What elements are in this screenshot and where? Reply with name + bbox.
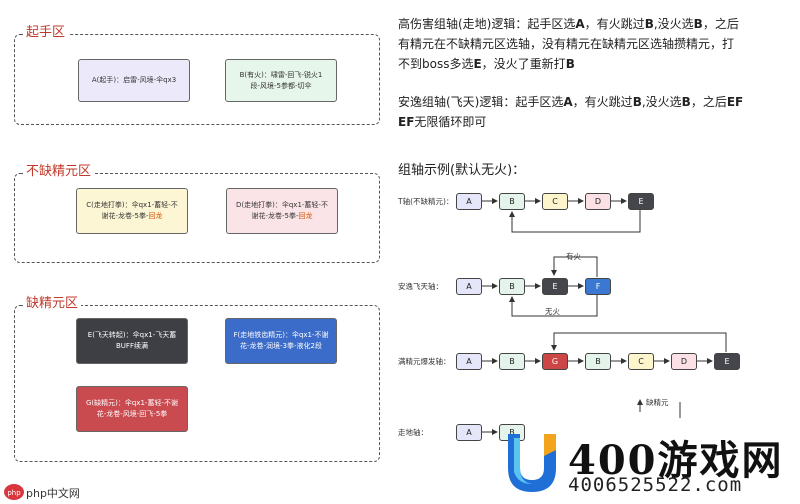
brand-domain: 4006525522.com bbox=[568, 474, 743, 496]
row1-node-c: C bbox=[542, 193, 568, 210]
p2-line2: 无限循环即可 bbox=[414, 115, 487, 129]
row-2-label: 安逸飞天轴： bbox=[398, 282, 443, 291]
card-a: A(起手)：启雷-风境-伞qx3 bbox=[78, 59, 190, 102]
lacking-zone-title: 缺精元区 bbox=[23, 296, 82, 312]
p1-text: ，有火跳过 bbox=[584, 17, 645, 31]
php-logo-icon: php bbox=[4, 484, 24, 500]
card-c: C(走地打拳)：伞qx1-蓄轻-不 谢花-龙卷-5拳-回龙 bbox=[76, 188, 188, 234]
p1-e: E bbox=[473, 57, 482, 71]
row3-node-c: C bbox=[628, 353, 654, 370]
not-lacking-zone-title: 不缺精元区 bbox=[23, 164, 95, 180]
card-g-text: G(缺精元)：伞qx1-蓄轻-不谢 bbox=[86, 399, 178, 407]
p2-text: ，之后 bbox=[690, 95, 727, 109]
row4-lack-label: 缺精元 bbox=[646, 398, 669, 407]
not-lacking-zone: 不缺精元区 bbox=[14, 164, 380, 263]
row3-node-b2: B bbox=[585, 353, 611, 370]
card-f-text2: 花-龙卷-润境-3拳-液化2段 bbox=[239, 342, 322, 350]
row2-node-f: F bbox=[585, 278, 611, 295]
logic-paragraph-2: 安逸组轴(飞天)逻辑：起手区选A，有火跳过B,没火选B，之后EF EF无限循环即… bbox=[398, 92, 798, 132]
p2-b: B bbox=[632, 95, 642, 109]
row4-node-a: A bbox=[456, 424, 482, 441]
row1-node-a: A bbox=[456, 193, 482, 210]
p2-a: A bbox=[563, 95, 573, 109]
examples-title: 组轴示例(默认无火)： bbox=[398, 163, 526, 178]
card-b-text: B(有火)：啸雷-回飞-锐火1 bbox=[239, 70, 323, 79]
p2-text: 安逸组轴(飞天)逻辑：起手区选 bbox=[398, 95, 564, 109]
card-d-highlight: 回龙 bbox=[298, 212, 313, 220]
row3-node-g: G bbox=[542, 353, 568, 370]
card-b: B(有火)：啸雷-回飞-锐火1 段-风境-5参都-切伞 bbox=[225, 59, 337, 102]
p1-text: 高伤害组轴(走地)逻辑：起手区选 bbox=[398, 17, 576, 31]
p2-text: ,没火选 bbox=[641, 95, 682, 109]
p2-b2: B bbox=[681, 95, 691, 109]
row1-node-b: B bbox=[499, 193, 525, 210]
card-g-text2: 花-龙卷-风境-回飞-5拳 bbox=[96, 410, 168, 418]
brand-name: 400游戏网 bbox=[568, 437, 784, 484]
row2-fire-label: 有火 bbox=[566, 252, 581, 261]
card-a-text: A(起手)：启雷-风境-伞qx3 bbox=[91, 76, 177, 84]
row1-node-d: D bbox=[585, 193, 611, 210]
p1-a: A bbox=[575, 17, 585, 31]
p2-text: ，有火跳过 bbox=[572, 95, 633, 109]
p2-ef2: EF bbox=[398, 115, 415, 129]
card-g: G(缺精元)：伞qx1-蓄轻-不谢 花-龙卷-风境-回飞-5拳 bbox=[76, 386, 188, 432]
p1-text: ,没火选 bbox=[653, 17, 694, 31]
row-1-label: T轴(不缺精元)： bbox=[398, 197, 454, 206]
card-e: E(飞天转起)：伞qx1-飞天蓄 BUFF续满 bbox=[76, 318, 188, 364]
start-zone-title: 起手区 bbox=[23, 25, 69, 41]
row2-node-b: B bbox=[499, 278, 525, 295]
row2-node-a: A bbox=[456, 278, 482, 295]
card-c-highlight: 回龙 bbox=[148, 212, 163, 220]
card-e-text: E(飞天转起)：伞qx1-飞天蓄 bbox=[87, 331, 177, 339]
card-d: D(走地打拳)：伞qx1-蓄轻-不 谢花-龙卷-5拳-回龙 bbox=[226, 188, 338, 234]
card-f: F(走地铁齿精元)：伞qx1-不谢 花-龙卷-润境-3拳-液化2段 bbox=[225, 318, 337, 364]
card-c-text2: 谢花-龙卷-5拳- bbox=[101, 212, 149, 220]
row-3-label: 满精元爆发轴： bbox=[398, 357, 451, 366]
row1-node-e: E bbox=[628, 193, 654, 210]
p1-line2: 有精元在不缺精元区选轴，没有精元在缺精元区选轴攒精元，打 bbox=[398, 37, 735, 51]
row-4-label: 走地轴： bbox=[398, 428, 428, 437]
card-b-text2: 段-风境-5参都-切伞 bbox=[250, 81, 312, 90]
php-site-name: php中文网 bbox=[26, 487, 80, 500]
p1-text: ，之后 bbox=[702, 17, 739, 31]
start-zone: 起手区 bbox=[14, 25, 380, 125]
p1-text: 不到boss多选 bbox=[398, 57, 474, 71]
lacking-zone: 缺精元区 bbox=[14, 296, 380, 462]
p1-b3: B bbox=[565, 57, 575, 71]
row3-node-b: B bbox=[499, 353, 525, 370]
card-e-text2: BUFF续满 bbox=[116, 342, 148, 350]
p1-b: B bbox=[644, 17, 654, 31]
row3-node-a: A bbox=[456, 353, 482, 370]
card-d-text2: 谢花-龙卷-5拳- bbox=[251, 212, 299, 220]
card-f-text: F(走地铁齿精元)：伞qx1-不谢 bbox=[233, 331, 329, 339]
p2-ef: EF bbox=[726, 95, 744, 109]
p1-text: ，没火了重新打 bbox=[481, 57, 566, 71]
brand-logo-icon bbox=[508, 434, 556, 492]
svg-text:php: php bbox=[7, 489, 21, 497]
row3-node-d: D bbox=[671, 353, 697, 370]
logic-paragraph-1: 高伤害组轴(走地)逻辑：起手区选A，有火跳过B,没火选B，之后 有精元在不缺精元… bbox=[398, 14, 798, 74]
row2-node-e: E bbox=[542, 278, 568, 295]
row3-node-e: E bbox=[714, 353, 740, 370]
card-c-text: C(走地打拳)：伞qx1-蓄轻-不 bbox=[86, 201, 178, 209]
p1-b2: B bbox=[693, 17, 703, 31]
row2-nofire-label: 无火 bbox=[545, 307, 560, 316]
card-d-text: D(走地打拳)：伞qx1-蓄轻-不 bbox=[236, 201, 328, 209]
